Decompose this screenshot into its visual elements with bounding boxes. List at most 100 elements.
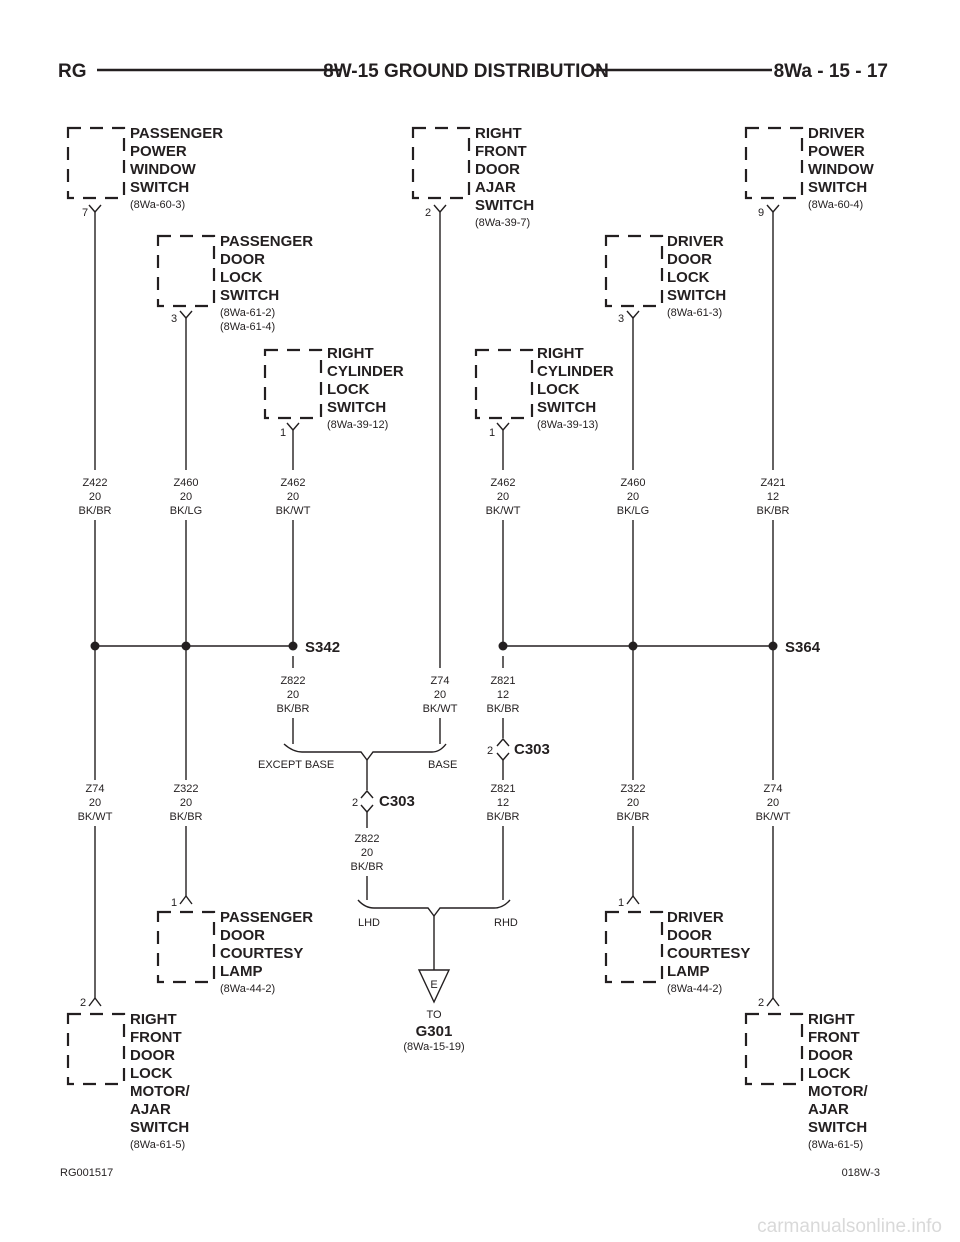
- component-ref: (8Wa-61-5): [130, 1139, 185, 1151]
- component-box: [156, 910, 216, 984]
- component-label-driver-door-lock-switch: DRIVER DOOR LOCK SWITCH (8Wa-61-3): [667, 233, 726, 319]
- wire-circuit: Z322: [620, 783, 645, 795]
- connector-chevron: [360, 789, 374, 799]
- ground-ref: (8Wa-15-19): [403, 1041, 464, 1053]
- component-ref: (8Wa-60-3): [130, 199, 185, 211]
- component-name: LOCK: [537, 381, 580, 398]
- component-name: MOTOR/: [130, 1083, 191, 1100]
- component-name: RIGHT: [130, 1011, 177, 1028]
- component-label-passenger-door-courtesy-lamp: PASSENGER DOOR COURTESY LAMP (8Wa-44-2): [220, 909, 313, 995]
- component-name: SWITCH: [130, 1119, 189, 1136]
- component-ref: (8Wa-61-3): [667, 307, 722, 319]
- connector-chevron: [360, 804, 374, 814]
- component-name: DOOR: [130, 1047, 175, 1064]
- wire-circuit: Z74: [431, 675, 450, 687]
- pin-number: 2: [80, 997, 86, 1009]
- component-name: FRONT: [808, 1029, 860, 1046]
- component-name: PASSENGER: [130, 125, 223, 142]
- wire-color: BK/WT: [78, 811, 113, 823]
- component-ref: (8Wa-60-4): [808, 199, 863, 211]
- connector-pin: 2: [487, 745, 493, 757]
- component-ref: (8Wa-39-13): [537, 419, 598, 431]
- pin-chevron: [433, 204, 447, 214]
- splice-label-s342: S342: [305, 639, 340, 656]
- pin-number: 2: [425, 207, 431, 219]
- wire-circuit: Z821: [490, 675, 515, 687]
- option-label-except-base: EXCEPT BASE: [258, 759, 334, 771]
- ground-symbol-icon: [417, 969, 451, 1004]
- component-ref: (8Wa-44-2): [667, 983, 722, 995]
- component-name: LOCK: [220, 269, 263, 286]
- component-name: COURTESY: [667, 945, 750, 962]
- component-ref: (8Wa-39-7): [475, 217, 530, 229]
- component-name: LOCK: [327, 381, 370, 398]
- component-ref: (8Wa-61-4): [220, 321, 275, 333]
- wire-color: BK/BR: [350, 861, 383, 873]
- splice-node: [628, 641, 638, 651]
- wire-labels: Z422 20 BK/BR Z460 20 BK/LG Z462 20 BK/W…: [78, 477, 791, 873]
- component-name: CYLINDER: [537, 363, 614, 380]
- pin-numbers: 7 2 9 3 3 1 1 1 1 2 2: [80, 207, 764, 1009]
- component-name: SWITCH: [808, 179, 867, 196]
- component-name: SWITCH: [327, 399, 386, 416]
- wire-gauge: 12: [767, 491, 779, 503]
- wire-color: BK/WT: [276, 505, 311, 517]
- component-name: RIGHT: [808, 1011, 855, 1028]
- splice-node: [768, 641, 778, 651]
- component-box: [263, 348, 323, 420]
- connector-label: C303: [379, 793, 415, 810]
- component-name: DOOR: [667, 251, 712, 268]
- header-right: 8Wa - 15 - 17: [774, 61, 888, 82]
- component-box: [411, 126, 471, 200]
- pin-number: 2: [758, 997, 764, 1009]
- splice-node: [288, 641, 298, 651]
- component-name: MOTOR/: [808, 1083, 869, 1100]
- footer-right: 018W-3: [842, 1167, 880, 1179]
- component-ref: (8Wa-44-2): [220, 983, 275, 995]
- component-name: SWITCH: [220, 287, 279, 304]
- connector-c303-center: 2 C303: [352, 789, 415, 814]
- wire-circuit: Z421: [760, 477, 785, 489]
- connector-chevron: [496, 737, 510, 747]
- pin-number: 9: [758, 207, 764, 219]
- component-name: RIGHT: [327, 345, 374, 362]
- component-name: SWITCH: [537, 399, 596, 416]
- wire-color: BK/BR: [486, 703, 519, 715]
- wire-color: BK/LG: [170, 505, 202, 517]
- wire-gauge: 20: [287, 689, 299, 701]
- wire-color: BK/WT: [756, 811, 791, 823]
- wire-color: BK/BR: [756, 505, 789, 517]
- pin-chevron: [626, 310, 640, 320]
- pin-number: 1: [280, 427, 286, 439]
- component-name: RIGHT: [537, 345, 584, 362]
- component-name: PASSENGER: [220, 233, 313, 250]
- wire-gauge: 20: [767, 797, 779, 809]
- pin-chevron: [766, 204, 780, 214]
- wire-gauge: 20: [627, 797, 639, 809]
- component-box: [604, 234, 664, 308]
- pin-number: 3: [618, 313, 624, 325]
- wire-color: BK/BR: [169, 811, 202, 823]
- component-label-right-front-door-lock-motor-b: RIGHT FRONT DOOR LOCK MOTOR/ AJAR SWITCH…: [808, 1011, 869, 1151]
- component-name: DOOR: [220, 251, 265, 268]
- component-label-passenger-door-lock-switch: PASSENGER DOOR LOCK SWITCH (8Wa-61-2) (8…: [220, 233, 313, 333]
- wire-circuit: Z460: [173, 477, 198, 489]
- connector-pin: 2: [352, 797, 358, 809]
- ground-letter: E: [430, 979, 437, 991]
- wire-circuit: Z74: [764, 783, 783, 795]
- wire-gauge: 20: [287, 491, 299, 503]
- wire-gauge: 20: [89, 797, 101, 809]
- connector-label: C303: [514, 741, 550, 758]
- component-name: POWER: [808, 143, 865, 160]
- component-name: WINDOW: [130, 161, 197, 178]
- component-box: [744, 1012, 804, 1086]
- component-name: DRIVER: [667, 233, 724, 250]
- component-ref: (8Wa-61-2): [220, 307, 275, 319]
- component-name: FRONT: [130, 1029, 182, 1046]
- wire-gauge: 12: [497, 689, 509, 701]
- pin-number: 1: [618, 897, 624, 909]
- component-box: [66, 1012, 126, 1086]
- page-title: 8W-15 GROUND DISTRIBUTION: [323, 61, 609, 82]
- component-box: [474, 348, 534, 420]
